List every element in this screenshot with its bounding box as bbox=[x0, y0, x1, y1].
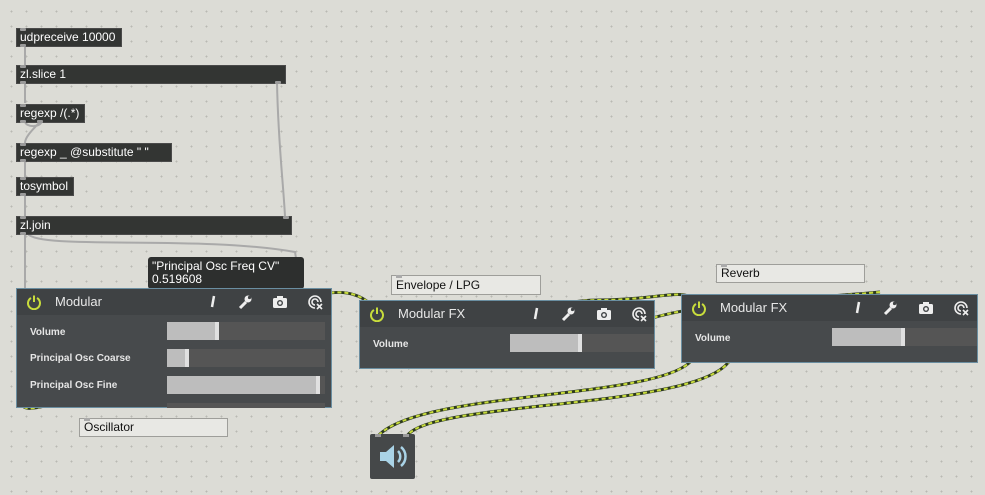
device-header: Modular FX bbox=[360, 301, 654, 327]
wrench-icon[interactable] bbox=[237, 294, 253, 310]
zl-join-object[interactable]: zl.join bbox=[16, 216, 292, 235]
zl-slice-object[interactable]: zl.slice 1 bbox=[16, 65, 286, 84]
wrench-icon[interactable] bbox=[560, 306, 576, 322]
slider-fill bbox=[167, 376, 321, 394]
slider-handle[interactable] bbox=[316, 376, 321, 394]
tosymbol-object[interactable]: tosymbol bbox=[16, 177, 74, 196]
cord bbox=[24, 119, 43, 144]
power-icon[interactable] bbox=[369, 306, 385, 322]
cord bbox=[276, 81, 286, 217]
wrench-icon[interactable] bbox=[882, 300, 898, 316]
device-modular-fx-reverb[interactable]: Modular FX Volume bbox=[681, 294, 978, 363]
device-title: Modular bbox=[55, 294, 102, 309]
object-text: zl.join bbox=[20, 218, 51, 232]
audio-output-button[interactable] bbox=[370, 434, 415, 479]
device-header: Modular bbox=[17, 289, 331, 315]
camera-icon[interactable] bbox=[918, 300, 934, 316]
slider-osc-fine[interactable] bbox=[167, 376, 325, 394]
param-label-osc-fine: Principal Osc Fine bbox=[30, 380, 118, 391]
power-icon[interactable] bbox=[691, 300, 707, 316]
comment-reverb[interactable]: Reverb bbox=[716, 264, 865, 283]
param-label-osc-coarse: Principal Osc Coarse bbox=[30, 353, 131, 364]
udpreceive-object[interactable]: udpreceive 10000 bbox=[16, 28, 122, 47]
speaker-icon bbox=[375, 434, 409, 468]
presets-icon[interactable] bbox=[953, 300, 969, 316]
object-text: regexp /(.*) bbox=[20, 106, 80, 120]
device-modular[interactable]: Modular Volume Principal Osc Coarse Prin… bbox=[16, 288, 332, 408]
slider-fill bbox=[832, 328, 905, 346]
slider-volume[interactable] bbox=[510, 334, 654, 352]
tooltip-param-value: 0.519608 bbox=[152, 272, 203, 286]
slider-handle[interactable] bbox=[215, 322, 220, 340]
slider-volume[interactable] bbox=[832, 328, 977, 346]
device-header: Modular FX bbox=[682, 295, 977, 321]
object-text: udpreceive 10000 bbox=[20, 30, 116, 44]
slider-partial[interactable] bbox=[167, 403, 325, 408]
presets-icon[interactable] bbox=[631, 306, 647, 322]
camera-icon[interactable] bbox=[596, 306, 612, 322]
param-label-volume: Volume bbox=[695, 333, 731, 344]
slider-handle[interactable] bbox=[900, 328, 905, 346]
slider-fill bbox=[510, 334, 582, 352]
device-modular-fx-envelope[interactable]: Modular FX Volume bbox=[359, 300, 655, 369]
object-text: regexp _ @substitute " " bbox=[20, 145, 149, 159]
comment-oscillator[interactable]: Oscillator bbox=[79, 418, 228, 437]
slider-fill bbox=[167, 349, 190, 367]
regexp-substitute-object[interactable]: regexp _ @substitute " " bbox=[16, 143, 172, 162]
pencil-icon[interactable] bbox=[850, 300, 866, 316]
presets-icon[interactable] bbox=[307, 294, 323, 310]
camera-icon[interactable] bbox=[272, 294, 288, 310]
object-text: tosymbol bbox=[20, 179, 69, 193]
slider-handle[interactable] bbox=[578, 334, 582, 352]
slider-fill bbox=[167, 322, 220, 340]
pencil-icon[interactable] bbox=[528, 306, 544, 322]
object-text: zl.slice 1 bbox=[20, 67, 67, 81]
slider-handle[interactable] bbox=[185, 349, 190, 367]
pencil-icon[interactable] bbox=[205, 294, 221, 310]
regexp-object[interactable]: regexp /(.*) bbox=[16, 104, 85, 123]
tooltip-param-name: "Principal Osc Freq CV" bbox=[152, 259, 280, 273]
param-label-volume: Volume bbox=[30, 327, 66, 338]
power-icon[interactable] bbox=[26, 294, 42, 310]
device-title: Modular FX bbox=[398, 306, 466, 321]
comment-envelope[interactable]: Envelope / LPG bbox=[391, 275, 541, 295]
param-label-volume: Volume bbox=[373, 339, 409, 350]
slider-osc-coarse[interactable] bbox=[167, 349, 325, 367]
device-title: Modular FX bbox=[720, 300, 788, 315]
slider-volume[interactable] bbox=[167, 322, 325, 340]
cord bbox=[27, 233, 297, 259]
parameter-tooltip: "Principal Osc Freq CV" 0.519608 bbox=[148, 257, 304, 289]
